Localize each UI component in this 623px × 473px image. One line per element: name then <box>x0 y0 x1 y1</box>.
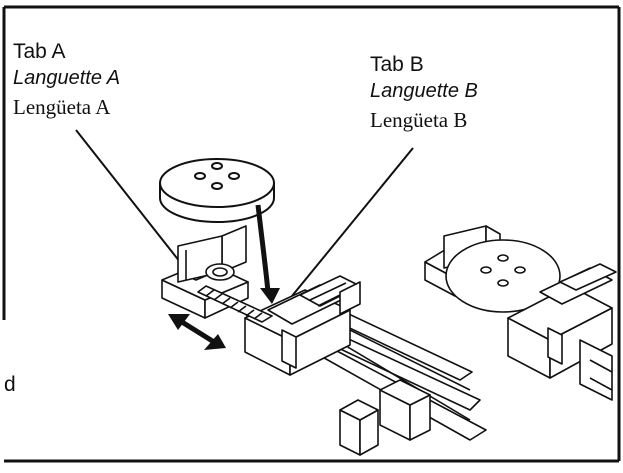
tab-a-label-es: Lengüeta A <box>13 97 110 118</box>
tab-b-label-fr: Languette B <box>370 81 478 101</box>
tab-a-label-en: Tab A <box>13 41 66 62</box>
tab-b-leader-line <box>292 148 413 296</box>
slide-direction-arrow <box>168 314 226 350</box>
tab-b-label-es: Lengüeta B <box>370 110 467 131</box>
edge-text-fragment: d <box>4 374 16 395</box>
tab-a-label-fr: Languette A <box>13 68 120 88</box>
tab-b-label-en: Tab B <box>370 54 424 75</box>
insertion-arrow <box>258 205 280 304</box>
